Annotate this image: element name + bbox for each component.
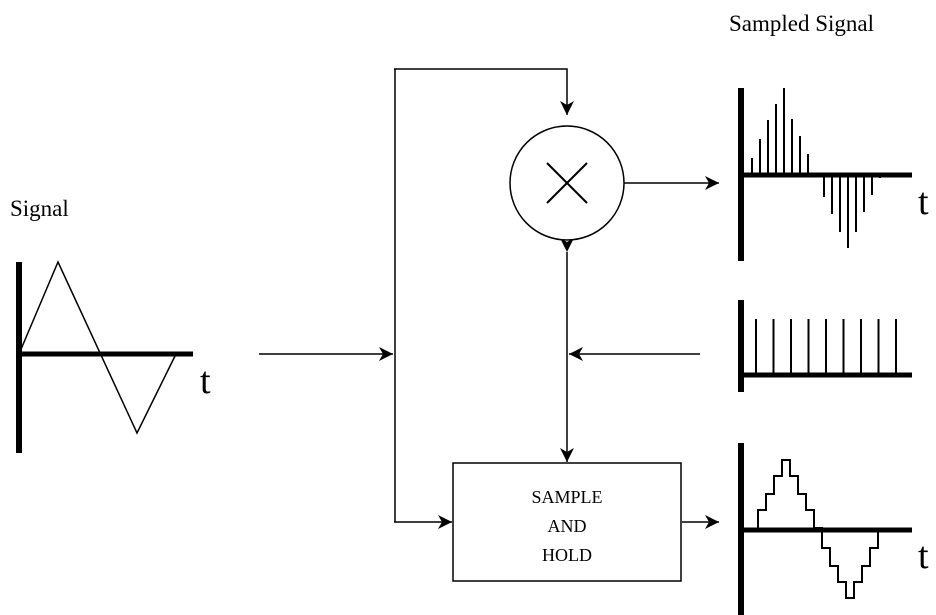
- sample-hold-block: SAMPLE AND HOLD: [452, 462, 682, 582]
- held-signal-plot: t: [738, 443, 929, 615]
- sampled-t-label: t: [918, 181, 929, 223]
- input-signal-plot: Signal t: [10, 196, 211, 453]
- sample-hold-line-1: SAMPLE: [531, 487, 602, 507]
- input-t-label: t: [200, 360, 211, 402]
- sample-hold-box: [452, 462, 682, 582]
- signal-wires: [259, 68, 719, 529]
- signal-label: Signal: [10, 196, 69, 221]
- bus-to-multiplier-arrow: [394, 68, 574, 115]
- sampled-impulses: [751, 88, 889, 248]
- sampled-signal-label: Sampled Signal: [729, 11, 874, 36]
- sample-hold-line-2: AND: [548, 516, 587, 536]
- triangle-waveform: [18, 260, 177, 435]
- sample-hold-line-3: HOLD: [542, 545, 592, 565]
- multiplier-block: [509, 125, 625, 241]
- multiply-icon: [546, 162, 588, 204]
- held-t-label: t: [918, 535, 929, 577]
- pulse-train-plot: [738, 300, 912, 392]
- pulse-impulses: [755, 319, 897, 375]
- sampled-signal-plot: Sampled Signal t: [729, 11, 929, 261]
- staircase-waveform: [745, 459, 902, 599]
